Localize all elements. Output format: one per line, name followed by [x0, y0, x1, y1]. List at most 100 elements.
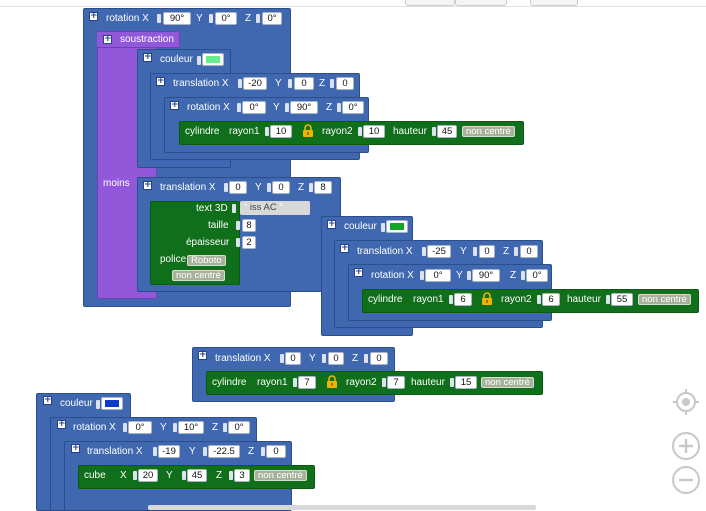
plus-square-icon[interactable]: +	[354, 267, 363, 277]
rotation-label: rotation X	[73, 422, 116, 433]
translation-y-field[interactable]: 0	[479, 245, 495, 258]
translation-y-field[interactable]: 0	[328, 352, 344, 365]
cylinder-label: cylindre	[368, 294, 403, 305]
translation-label: translation X	[160, 182, 216, 193]
plus-square-icon[interactable]: +	[43, 395, 52, 405]
cube-z-field[interactable]: 3	[234, 469, 250, 482]
rotation-z-label: Z	[245, 13, 252, 24]
rotation-x-field[interactable]: 90°	[163, 12, 191, 25]
rotation-y-field[interactable]: 0°	[215, 12, 237, 25]
cylinder-radius2-field[interactable]: 10	[363, 125, 385, 138]
cylinder-radius1-field[interactable]: 10	[270, 125, 292, 138]
cube-x-field[interactable]: 20	[138, 469, 158, 482]
zoom-out-icon[interactable]	[671, 465, 701, 495]
translation-z-label: Z	[352, 353, 359, 364]
quote-open-icon: “	[244, 202, 248, 213]
translation-y-field[interactable]: 0	[272, 181, 290, 194]
cube-z-label: Z	[216, 470, 223, 481]
color-swatch[interactable]	[101, 397, 123, 410]
toolbar-button[interactable]	[405, 0, 455, 6]
translation-z-label: Z	[503, 246, 510, 257]
translation-x-field[interactable]: 0	[229, 181, 247, 194]
center-toggle[interactable]: non centré	[638, 294, 691, 305]
center-toggle[interactable]: non centré	[462, 126, 515, 137]
recenter-icon[interactable]	[671, 387, 701, 417]
center-toggle[interactable]: non centré	[254, 470, 307, 481]
plus-square-icon[interactable]: +	[143, 180, 152, 190]
rotation-z-field[interactable]: 0°	[262, 12, 282, 25]
lock-icon[interactable]	[481, 292, 493, 305]
rotation-y-field[interactable]: 90°	[472, 269, 500, 282]
lock-icon[interactable]	[326, 375, 338, 388]
rotation-z-field[interactable]: 0°	[228, 421, 250, 434]
translation-z-field[interactable]: 0	[520, 245, 538, 258]
rotation-x-field[interactable]: 0°	[242, 101, 266, 114]
rotation-y-field[interactable]: 90°	[290, 101, 318, 114]
color-swatch[interactable]	[202, 53, 224, 66]
rotation-y-field[interactable]: 10°	[178, 421, 204, 434]
translation-z-field[interactable]: 0	[266, 445, 286, 458]
text3d-thickness-field[interactable]: 2	[242, 236, 256, 249]
translation-label: translation X	[215, 353, 271, 364]
translation-label: translation X	[173, 78, 229, 89]
cube-y-field[interactable]: 45	[187, 469, 207, 482]
translation-z-field[interactable]: 0	[336, 77, 354, 90]
translation-y-label: Y	[275, 78, 282, 89]
horizontal-scrollbar[interactable]	[148, 505, 536, 510]
center-toggle[interactable]: non centré	[481, 377, 534, 388]
translation-x-field[interactable]: -25	[427, 245, 451, 258]
translation-x-field[interactable]: -19	[158, 445, 180, 458]
cylinder-radius1-field[interactable]: 6	[454, 293, 472, 306]
rotation-x-field[interactable]: 0°	[128, 421, 152, 434]
cube-x-label: X	[120, 470, 127, 481]
text3d-value: iss AC	[249, 202, 277, 213]
translation-x-field[interactable]: 0	[285, 352, 301, 365]
zoom-in-icon[interactable]	[671, 431, 701, 461]
translation-z-field[interactable]: 0	[370, 352, 388, 365]
plus-square-icon[interactable]: +	[170, 100, 179, 110]
color-label: couleur	[160, 54, 193, 65]
plus-square-icon[interactable]: +	[198, 350, 207, 360]
cylinder-radius2-label: rayon2	[501, 294, 532, 305]
text3d-font-dropdown[interactable]: Roboto	[187, 255, 226, 266]
plus-square-icon[interactable]: +	[156, 76, 165, 86]
rotation-x-field[interactable]: 0°	[425, 269, 451, 282]
cylinder-height-label: hauteur	[411, 377, 445, 388]
cylinder-radius2-field[interactable]: 7	[387, 376, 405, 389]
plus-square-icon[interactable]: +	[57, 419, 66, 429]
translation-z-field[interactable]: 8	[314, 181, 332, 194]
plus-square-icon[interactable]: +	[340, 243, 349, 253]
color-swatch[interactable]	[386, 220, 408, 233]
translation-y-field[interactable]: -22.5	[208, 445, 240, 458]
cylinder-label: cylindre	[185, 126, 220, 137]
text3d-font-label: police	[160, 254, 187, 265]
center-toggle[interactable]: non centré	[172, 270, 225, 281]
toolbar-button[interactable]	[455, 0, 507, 6]
cylinder-height-field[interactable]: 55	[611, 293, 633, 306]
difference-minus-label: moins	[103, 178, 130, 189]
rotation-y-label: Y	[196, 13, 203, 24]
cylinder-radius2-field[interactable]: 6	[542, 293, 560, 306]
toolbar-edge	[0, 0, 706, 7]
text3d-size-field[interactable]: 8	[242, 219, 256, 232]
plus-square-icon[interactable]: +	[327, 219, 336, 229]
translation-label: translation X	[87, 446, 143, 457]
translation-y-field[interactable]: 0	[294, 77, 314, 90]
rotation-z-label: Z	[326, 102, 333, 113]
cylinder-height-field[interactable]: 15	[455, 376, 477, 389]
text3d-string-field[interactable]: “ iss AC ”	[240, 201, 310, 215]
plus-square-icon[interactable]: +	[71, 443, 80, 453]
plus-square-icon[interactable]: +	[103, 34, 112, 44]
cylinder-radius1-field[interactable]: 7	[298, 376, 316, 389]
rotation-y-label: Y	[273, 102, 280, 113]
translation-x-field[interactable]: -20	[243, 77, 267, 90]
rotation-z-field[interactable]: 0°	[342, 101, 364, 114]
difference-label: soustraction	[120, 34, 174, 45]
toolbar-button[interactable]	[530, 0, 578, 6]
cylinder-height-field[interactable]: 45	[437, 125, 457, 138]
rotation-z-field[interactable]: 0°	[526, 269, 548, 282]
plus-square-icon[interactable]: +	[143, 52, 152, 62]
plus-square-icon[interactable]: +	[89, 11, 98, 21]
color-label: couleur	[60, 398, 93, 409]
lock-icon[interactable]	[302, 124, 314, 137]
